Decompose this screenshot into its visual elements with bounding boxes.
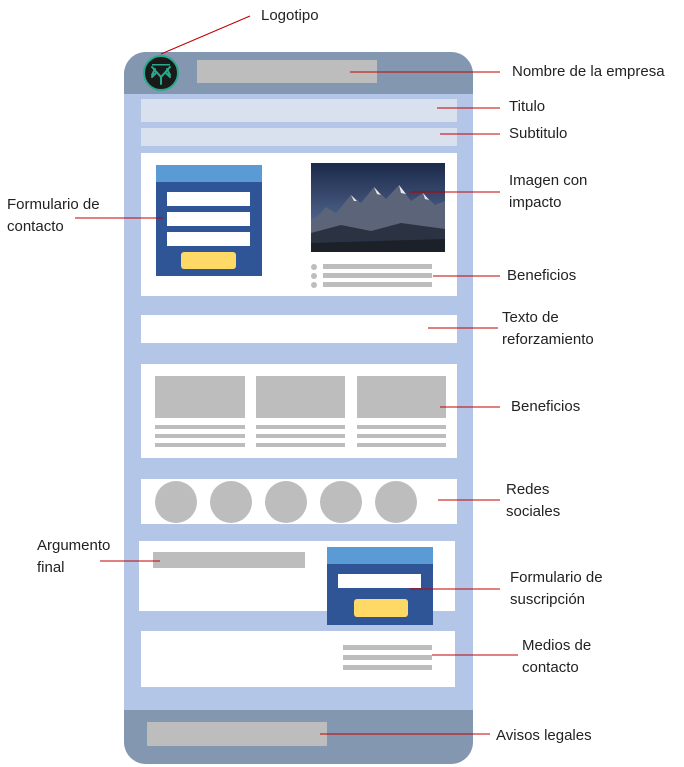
bullet-dot [311,282,317,288]
benefit-card-image [155,376,245,418]
label-formulario-contacto: Formulario de contacto [7,196,100,235]
contact-form [156,165,262,276]
label-texto-reforzamiento: Texto de reforzamiento [502,309,594,348]
contact-form-field [167,192,250,206]
benefit-card-line [155,443,245,447]
contact-line [343,665,432,670]
label-formulario-suscripcion: Formulario de suscripción [510,569,603,608]
impact-image [311,163,445,252]
contact-form-field [167,212,250,226]
label-beneficios-2: Beneficios [511,398,581,415]
title-placeholder [141,99,457,122]
benefit-card-image [256,376,345,418]
final-argument-placeholder [153,552,305,568]
contact-line [343,655,432,660]
label-nombre-empresa: Nombre de la empresa [512,63,665,80]
benefit-card-line [256,443,345,447]
benefit-card-line [155,434,245,438]
label-imagen-impacto: Imagen con impacto [509,172,588,211]
benefit-card-line [357,434,446,438]
benefit-card-line [357,425,446,429]
benefit-line [323,282,432,287]
subscription-form-button [354,599,408,617]
benefit-card-line [256,425,345,429]
subscription-form-field [338,574,421,588]
label-subtitulo: Subtitulo [509,125,568,142]
subscription-form [327,547,433,625]
reinforcement-section [141,315,457,343]
label-medios-contacto: Medios de contacto [522,637,592,676]
subtitle-placeholder [141,128,457,146]
mountain-landscape-icon [311,163,445,252]
contact-line [343,645,432,650]
label-redes-sociales: Redes sociales [506,481,561,520]
label-avisos-legales: Avisos legales [496,727,592,744]
benefit-line [323,264,432,269]
circle-placeholder-icon [375,481,417,523]
circle-placeholder-icon [320,481,362,523]
bullet-dot [311,273,317,279]
contact-form-field [167,232,250,246]
company-name-placeholder [197,60,377,83]
subscription-form-header [327,547,433,564]
circle-placeholder-icon [265,481,307,523]
social-section [141,479,457,524]
benefit-card-line [155,425,245,429]
benefits-list [311,263,433,289]
label-beneficios-1: Beneficios [507,267,577,284]
circle-placeholder-icon [155,481,197,523]
benefit-line [323,273,432,278]
contact-form-header [156,165,262,182]
bullet-dot [311,264,317,270]
benefit-card-image [357,376,446,418]
benefit-card-line [357,443,446,447]
label-titulo: Titulo [509,98,546,115]
benefit-card-line [256,434,345,438]
contact-means-section [141,631,455,687]
circle-placeholder-icon [210,481,252,523]
label-argumento-final: Argumento final [37,537,111,576]
benefits-cards-section [141,364,457,458]
legal-notice-placeholder [147,722,327,746]
label-logotipo: Logotipo [261,7,319,24]
contact-form-button [181,252,236,269]
logo-icon [143,55,179,91]
